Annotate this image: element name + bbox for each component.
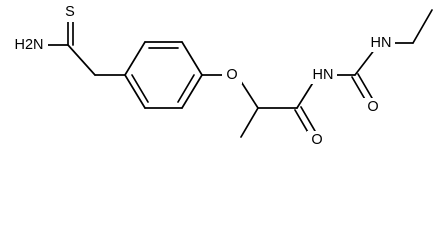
bond-o-ch [239,79,259,109]
bond-amide-co-2 [300,106,316,132]
bond-ch-ch3 [240,107,259,138]
label-bg-amide-o [307,131,327,149]
bond-c-ch2 [67,44,96,76]
amine-nh-label: HN [371,35,392,51]
bond-urea-co-1 [351,76,367,102]
bond-carbonyl-nh [296,80,315,109]
atom-labels: S H2N O HN HN O O [12,4,395,149]
molecule-svg: S H2N O HN HN O O [12,3,433,149]
bond-urea-co-2 [357,73,373,99]
amide-o-label: O [311,132,322,148]
ring-bond-4 [181,74,203,109]
ring-double-2 [177,74,195,103]
bond-ethyl-ch3 [412,9,433,44]
ether-o-label: O [226,67,237,83]
ring-double-3 [131,74,149,103]
label-bg-amine-nh [367,34,395,52]
label-bg-s [62,4,78,22]
label-bg-imide-nh [309,66,337,84]
bonds [45,9,433,138]
imide-nh-label: HN [313,67,334,83]
thione-s-label: S [65,4,75,20]
bond-amide-co-1 [294,109,310,135]
ring-bond-6 [124,74,146,109]
ring-bond-3 [181,41,203,76]
label-bg-urea-o [363,98,383,116]
structure-diagram: S H2N O HN HN O O [12,3,433,149]
amine-n-label: H2N [14,37,43,53]
label-bg-nh2 [12,36,48,54]
urea-o-label: O [367,99,378,115]
label-bg-ether-o [222,66,242,84]
bond-urea-nh [354,48,376,76]
ring-bond-1 [124,41,146,76]
